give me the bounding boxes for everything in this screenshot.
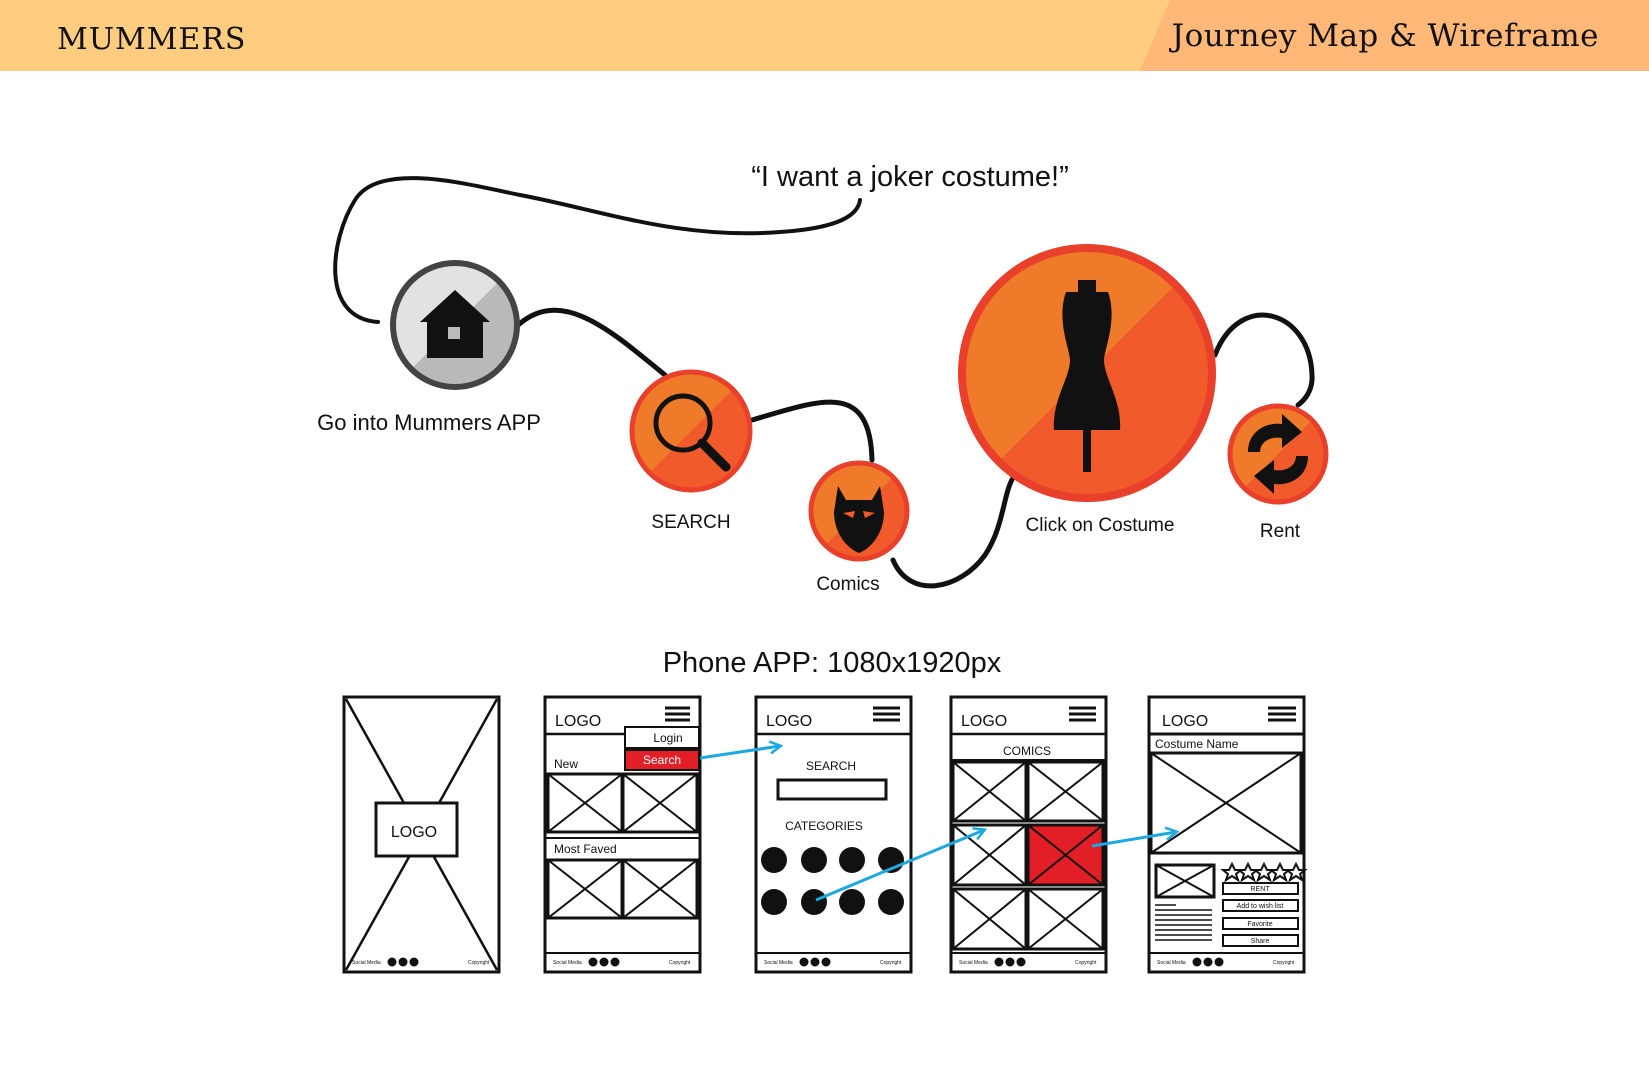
flow-arrow [699, 746, 780, 760]
logo-placeholder: LOGO [1162, 713, 1208, 730]
header-bar: MUMMERS Journey Map & Wireframe [0, 0, 1649, 71]
footer-copyright: Copyright [880, 960, 902, 966]
step-label: Comics [816, 574, 879, 595]
hamburger-menu-icon [1069, 706, 1096, 722]
favorite-button: Favorite [1247, 921, 1272, 928]
step-label: Rent [1260, 521, 1301, 542]
section-most-faved: Most Faved [554, 842, 617, 856]
logo-placeholder: LOGO [555, 713, 601, 730]
wireframe-costume-detail: LOGO Costume Name RENT Add to wish list [1147, 695, 1308, 974]
footer-copyright: Copyright [468, 960, 490, 966]
hamburger-menu-icon [665, 706, 690, 722]
logo-placeholder: LOGO [391, 824, 437, 841]
menu-search: Search [643, 753, 681, 767]
menu-login: Login [653, 731, 682, 745]
footer-social: Social Media [352, 960, 381, 966]
flow-arrow [1091, 832, 1176, 848]
description-text-lines [1155, 904, 1212, 941]
rating-stars [1220, 861, 1308, 883]
category-dots [761, 847, 904, 915]
wireframe-splash: LOGO Social Media Copyright [342, 695, 501, 974]
footer-social: Social Media [764, 960, 793, 966]
share-button: Share [1251, 938, 1270, 945]
journey-step-rent: Rent [1227, 403, 1329, 542]
journey-step-search: SEARCH [629, 369, 753, 533]
flow-arrows [699, 746, 1176, 902]
logo-placeholder: LOGO [961, 713, 1007, 730]
magnifier-icon [653, 393, 731, 472]
dress-form-icon [1053, 280, 1121, 472]
rent-button: RENT [1250, 886, 1270, 893]
wireframe-home: LOGO Login Search New Most Faved Social … [543, 695, 702, 974]
wireframe-search: LOGO SEARCH CATEGORIES Social Media Copy… [754, 695, 913, 974]
footer-copyright: Copyright [1075, 960, 1097, 966]
wishlist-button: Add to wish list [1237, 903, 1284, 910]
wireframe-comics: LOGO COMICS [949, 695, 1108, 974]
comics-heading: COMICS [1003, 744, 1051, 758]
costume-name: Costume Name [1155, 737, 1239, 751]
logo-placeholder: LOGO [766, 713, 812, 730]
footer-copyright: Copyright [1273, 960, 1295, 966]
journey-step-costume: Click on Costume [958, 244, 1216, 536]
categories-label: CATEGORIES [785, 819, 863, 833]
batman-mask-icon [834, 486, 884, 553]
step-label: Click on Costume [1026, 515, 1175, 536]
hamburger-menu-icon [1268, 706, 1296, 722]
step-label: Go into Mummers APP [317, 410, 541, 435]
brand-name: MUMMERS [57, 22, 247, 57]
section-new: New [554, 757, 578, 771]
refresh-arrows-icon [1248, 414, 1308, 494]
journey-path [333, 176, 1315, 589]
journey-step-home: Go into Mummers APP [317, 260, 541, 435]
header-tab [1140, 0, 1649, 71]
footer-social: Social Media [1157, 960, 1186, 966]
footer-social: Social Media [553, 960, 582, 966]
hamburger-menu-icon [873, 706, 900, 722]
journey-quote: “I want a joker costume!” [751, 161, 1069, 193]
search-label: SEARCH [806, 759, 856, 773]
flow-arrow [815, 830, 984, 902]
house-icon [420, 290, 490, 358]
journey-step-comics: Comics [808, 460, 910, 595]
step-label: SEARCH [651, 512, 730, 533]
wireframes-title: Phone APP: 1080x1920px [663, 647, 1002, 679]
footer-copyright: Copyright [669, 960, 691, 966]
section-title: Journey Map & Wireframe [1171, 18, 1599, 54]
footer-social: Social Media [959, 960, 988, 966]
